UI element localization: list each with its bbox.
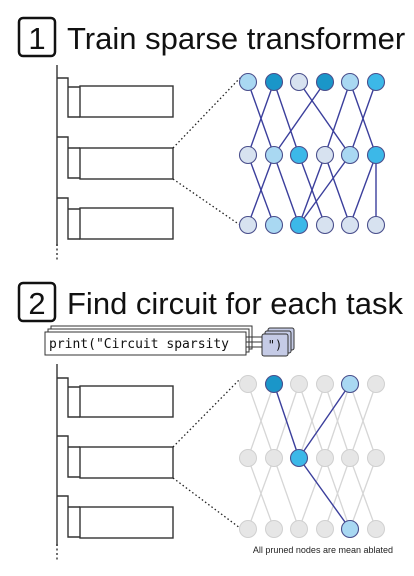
active-node	[340, 72, 360, 92]
step1-number: 1	[28, 21, 45, 56]
pruned-node	[265, 520, 283, 538]
pruned-node	[341, 449, 359, 467]
active-edge	[298, 154, 351, 226]
pruned-node	[367, 449, 385, 467]
pruned-node	[265, 449, 283, 467]
block-connector	[57, 435, 80, 478]
active-node	[315, 72, 335, 92]
pruned-edge	[324, 383, 351, 459]
ablation-note: All pruned nodes are mean ablated	[253, 545, 393, 555]
active-edge	[324, 81, 351, 156]
pruned-edge	[349, 383, 377, 459]
block-connector	[57, 136, 80, 179]
active-edge	[247, 154, 275, 226]
pruned-edge	[349, 457, 377, 530]
active-edge	[298, 154, 326, 226]
active-node	[340, 145, 360, 165]
token-box-front	[261, 333, 289, 357]
code-card-front	[44, 331, 247, 356]
pruned-edge	[324, 457, 351, 530]
active-node	[289, 72, 309, 92]
pruned-edge	[298, 457, 326, 530]
step1-heading: 1 Train sparse transformer	[17, 16, 405, 58]
active-edge	[273, 383, 300, 459]
active-node	[264, 145, 284, 165]
pruned-node	[239, 449, 257, 467]
step1-network	[238, 72, 386, 235]
pruned-node	[316, 375, 334, 393]
active-node	[340, 374, 360, 394]
active-edge	[324, 154, 351, 226]
transformer-block	[79, 85, 174, 118]
pruned-node	[239, 375, 257, 393]
pruned-edge	[247, 457, 275, 530]
active-node	[289, 448, 309, 468]
active-node	[264, 215, 284, 235]
active-edge	[298, 383, 351, 459]
active-node	[238, 215, 258, 235]
active-node	[264, 374, 284, 394]
zoom-line-bottom	[172, 178, 241, 226]
step2-model	[56, 364, 241, 562]
pruned-node	[367, 520, 385, 538]
pruned-node	[316, 449, 334, 467]
block-connector	[57, 495, 80, 538]
step2-number: 2	[28, 286, 45, 321]
active-edge	[298, 81, 351, 156]
step1-number-box	[17, 16, 57, 58]
active-edge	[273, 81, 326, 156]
active-node	[340, 215, 360, 235]
pruned-node	[290, 375, 308, 393]
active-edge	[273, 154, 300, 226]
active-edge	[349, 81, 377, 156]
zoom-line-top	[172, 378, 241, 448]
block-connector	[57, 77, 80, 118]
block-connector	[57, 377, 80, 418]
pruned-node	[316, 520, 334, 538]
step2-heading: 2 Find circuit for each task	[17, 281, 403, 323]
transformer-block	[79, 385, 174, 418]
active-node	[238, 72, 258, 92]
active-node	[315, 145, 335, 165]
active-node	[238, 145, 258, 165]
active-node	[366, 72, 386, 92]
active-node	[289, 145, 309, 165]
token-text: ")	[268, 338, 282, 352]
zoom-line-bottom	[172, 477, 241, 529]
active-edge	[273, 81, 300, 156]
active-node	[315, 215, 335, 235]
active-node	[264, 72, 284, 92]
active-edge	[349, 154, 377, 226]
active-node	[340, 519, 360, 539]
pruned-edge	[273, 457, 300, 530]
step2-title: Find circuit for each task	[67, 286, 403, 321]
pruned-node	[367, 375, 385, 393]
pruned-edge	[298, 383, 326, 459]
transformer-block	[79, 207, 174, 240]
pruned-edge	[247, 383, 275, 459]
pruned-node	[290, 520, 308, 538]
pruned-node	[239, 520, 257, 538]
step2-network	[239, 374, 385, 539]
transformer-block	[79, 506, 174, 539]
code-text: print("Circuit sparsity	[49, 337, 229, 352]
transformer-block-zoomed	[79, 446, 174, 479]
step2-number-box	[17, 281, 57, 323]
active-node	[366, 215, 386, 235]
step1-model	[56, 65, 241, 262]
code-prompt: print("Circuit sparsity ")	[44, 325, 295, 357]
active-node	[366, 145, 386, 165]
active-edge	[247, 81, 275, 156]
transformer-block-zoomed	[79, 147, 174, 180]
zoom-line-top	[172, 77, 241, 149]
block-connector	[57, 197, 80, 240]
active-edge	[298, 457, 351, 530]
step1-title: Train sparse transformer	[67, 21, 405, 56]
active-node	[289, 215, 309, 235]
